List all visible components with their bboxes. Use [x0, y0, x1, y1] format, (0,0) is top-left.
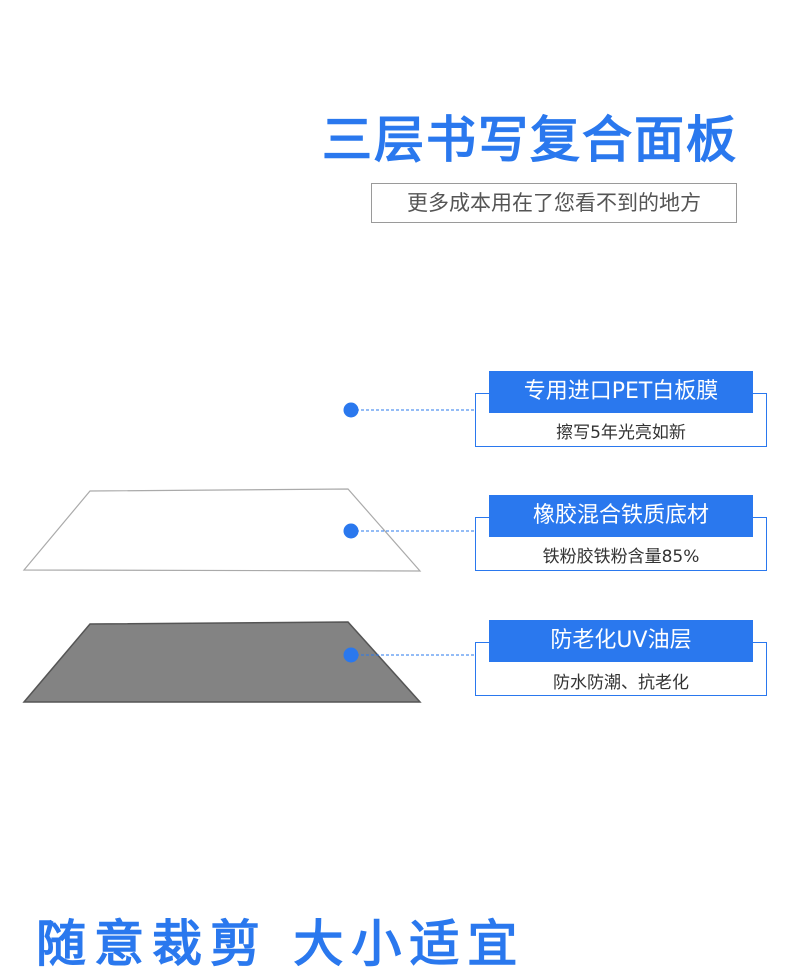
- footer-title: 随意裁剪 大小适宜: [36, 915, 526, 973]
- connector-dot-1: [343, 402, 359, 418]
- connector-dot-3: [343, 647, 359, 663]
- layer-desc-3: 防水防潮、抗老化: [553, 673, 689, 693]
- connector-dot-2: [343, 523, 359, 539]
- layer-desc-1: 擦写5年光亮如新: [556, 423, 686, 443]
- grey-plate: [22, 621, 422, 703]
- layer-title-1: 专用进口PET白板膜: [489, 371, 753, 413]
- white-plate: [22, 488, 422, 572]
- layer-title-2: 橡胶混合铁质底材: [489, 495, 753, 537]
- page-title: 三层书写复合面板: [322, 111, 738, 169]
- layer-diagram: [22, 402, 486, 703]
- layer-desc-2: 铁粉胶铁粉含量85%: [542, 547, 700, 567]
- page-subtitle: 更多成本用在了您看不到的地方: [371, 183, 737, 223]
- layer-title-3: 防老化UV油层: [489, 620, 753, 662]
